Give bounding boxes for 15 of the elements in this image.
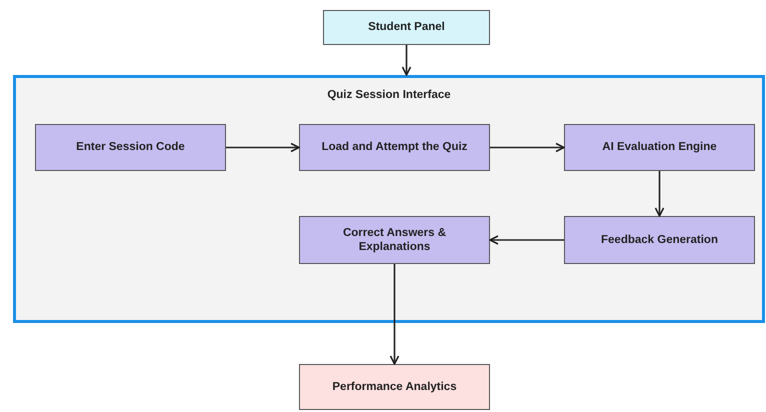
process-box: Load and Attempt the Quiz <box>299 124 490 171</box>
group-panel <box>13 75 765 323</box>
group-title: Quiz Session Interface <box>326 88 452 102</box>
process-box: Student Panel <box>323 10 490 45</box>
arrow <box>390 264 400 365</box>
process-box: AI Evaluation Engine <box>564 124 755 171</box>
arrow <box>402 45 412 76</box>
arrow <box>654 171 664 217</box>
process-box: Correct Answers & Explanations <box>299 216 490 264</box>
process-box: Performance Analytics <box>299 364 490 410</box>
process-box: Feedback Generation <box>564 216 755 264</box>
arrow <box>490 142 565 152</box>
arrow <box>226 142 300 152</box>
arrow <box>489 235 564 245</box>
process-box: Enter Session Code <box>35 124 226 171</box>
